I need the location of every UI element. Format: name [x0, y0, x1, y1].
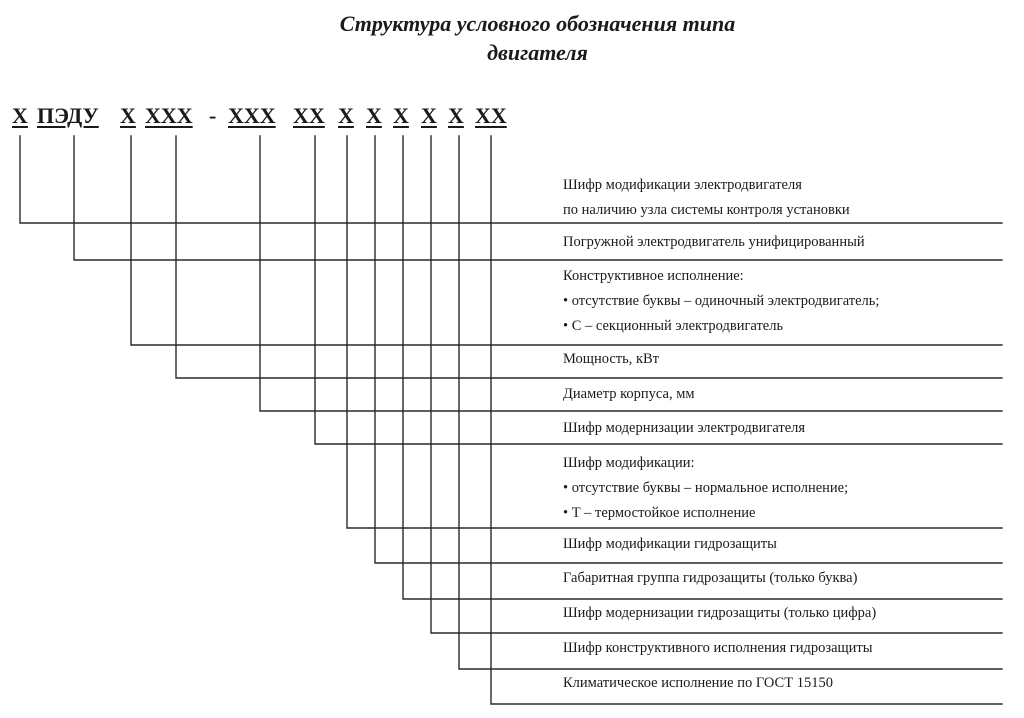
description-power: Мощность, кВт [563, 347, 659, 372]
description-protector-modernization: Шифр модернизации гидрозащиты (только ци… [563, 601, 876, 626]
description-line: Шифр модернизации электродвигателя [563, 420, 806, 436]
leader-line-ctrl-system [19, 135, 1003, 224]
code-token-motor-modernization: ХХ [293, 103, 325, 128]
leader-line-protector-size [402, 135, 1003, 600]
description-line: Конструктивное исполнение: [563, 268, 744, 284]
code-token-power: ХХХ [145, 103, 193, 128]
description-line: Климатическое исполнение по ГОСТ 15150 [563, 675, 833, 691]
code-token-climate: ХХ [475, 103, 507, 128]
code-token-pedu: ПЭДУ [37, 103, 99, 128]
description-line: Шифр модификации: [563, 455, 695, 471]
code-token-ctrl-system: Х [12, 103, 28, 128]
description-line: • Т – термостойкое исполнение [563, 505, 756, 521]
description-construction: Конструктивное исполнение: • отсутствие … [563, 264, 879, 339]
description-line: Шифр модернизации гидрозащиты (только ци… [563, 605, 877, 621]
description-line: Шифр конструктивного исполнения гидрозащ… [563, 640, 873, 656]
description-modification: Шифр модификации: • отсутствие буквы – н… [563, 451, 848, 526]
description-line: Габаритная группа гидрозащиты (только бу… [563, 570, 858, 586]
description-line: по наличию узла системы контроля установ… [563, 202, 850, 218]
description-protector-size: Габаритная группа гидрозащиты (только бу… [563, 566, 857, 591]
leader-line-power [175, 135, 1003, 379]
leader-line-protector-modification [374, 135, 1003, 564]
description-line: • отсутствие буквы – нормальное исполнен… [563, 480, 849, 496]
description-protector-modification: Шифр модификации гидрозащиты [563, 532, 777, 557]
code-token-protector-construction: Х [448, 103, 464, 128]
code-token-protector-modernization: Х [421, 103, 437, 128]
description-ctrl-system: Шифр модификации электродвигателя по нал… [563, 173, 850, 223]
leader-line-modification [346, 135, 1003, 529]
description-line: Шифр модификации электродвигателя [563, 177, 802, 193]
leader-line-protector-construction [458, 135, 1003, 670]
diagram-title-line-2: двигателя [487, 40, 588, 65]
code-token-protector-size: Х [393, 103, 409, 128]
code-token-protector-modification: Х [366, 103, 382, 128]
description-line: Шифр модификации гидрозащиты [563, 536, 777, 552]
description-line: Погружной электродвигатель унифицированн… [563, 234, 865, 250]
leader-line-climate [490, 135, 1003, 705]
leader-line-diameter [259, 135, 1003, 412]
leader-line-protector-modernization [430, 135, 1003, 634]
description-line: • С – секционный электродвигатель [563, 318, 784, 334]
description-climate: Климатическое исполнение по ГОСТ 15150 [563, 671, 833, 696]
description-line: Диаметр корпуса, мм [563, 386, 695, 402]
leader-line-motor-modernization [314, 135, 1003, 445]
leader-line-construction [130, 135, 1003, 346]
description-pedu: Погружной электродвигатель унифицированн… [563, 230, 865, 255]
code-token-dash: - [209, 103, 217, 128]
code-token-modification: Х [338, 103, 354, 128]
leader-line-pedu [73, 135, 1003, 261]
description-line: • отсутствие буквы – одиночный электродв… [563, 293, 880, 309]
diagram-title-line-1: Структура условного обозначения типа [339, 11, 736, 36]
description-protector-construction: Шифр конструктивного исполнения гидрозащ… [563, 636, 873, 661]
code-token-diameter: ХХХ [228, 103, 276, 128]
code-token-construction: Х [120, 103, 136, 128]
description-motor-modernization: Шифр модернизации электродвигателя [563, 416, 805, 441]
description-diameter: Диаметр корпуса, мм [563, 382, 695, 407]
description-line: Мощность, кВт [563, 351, 660, 367]
